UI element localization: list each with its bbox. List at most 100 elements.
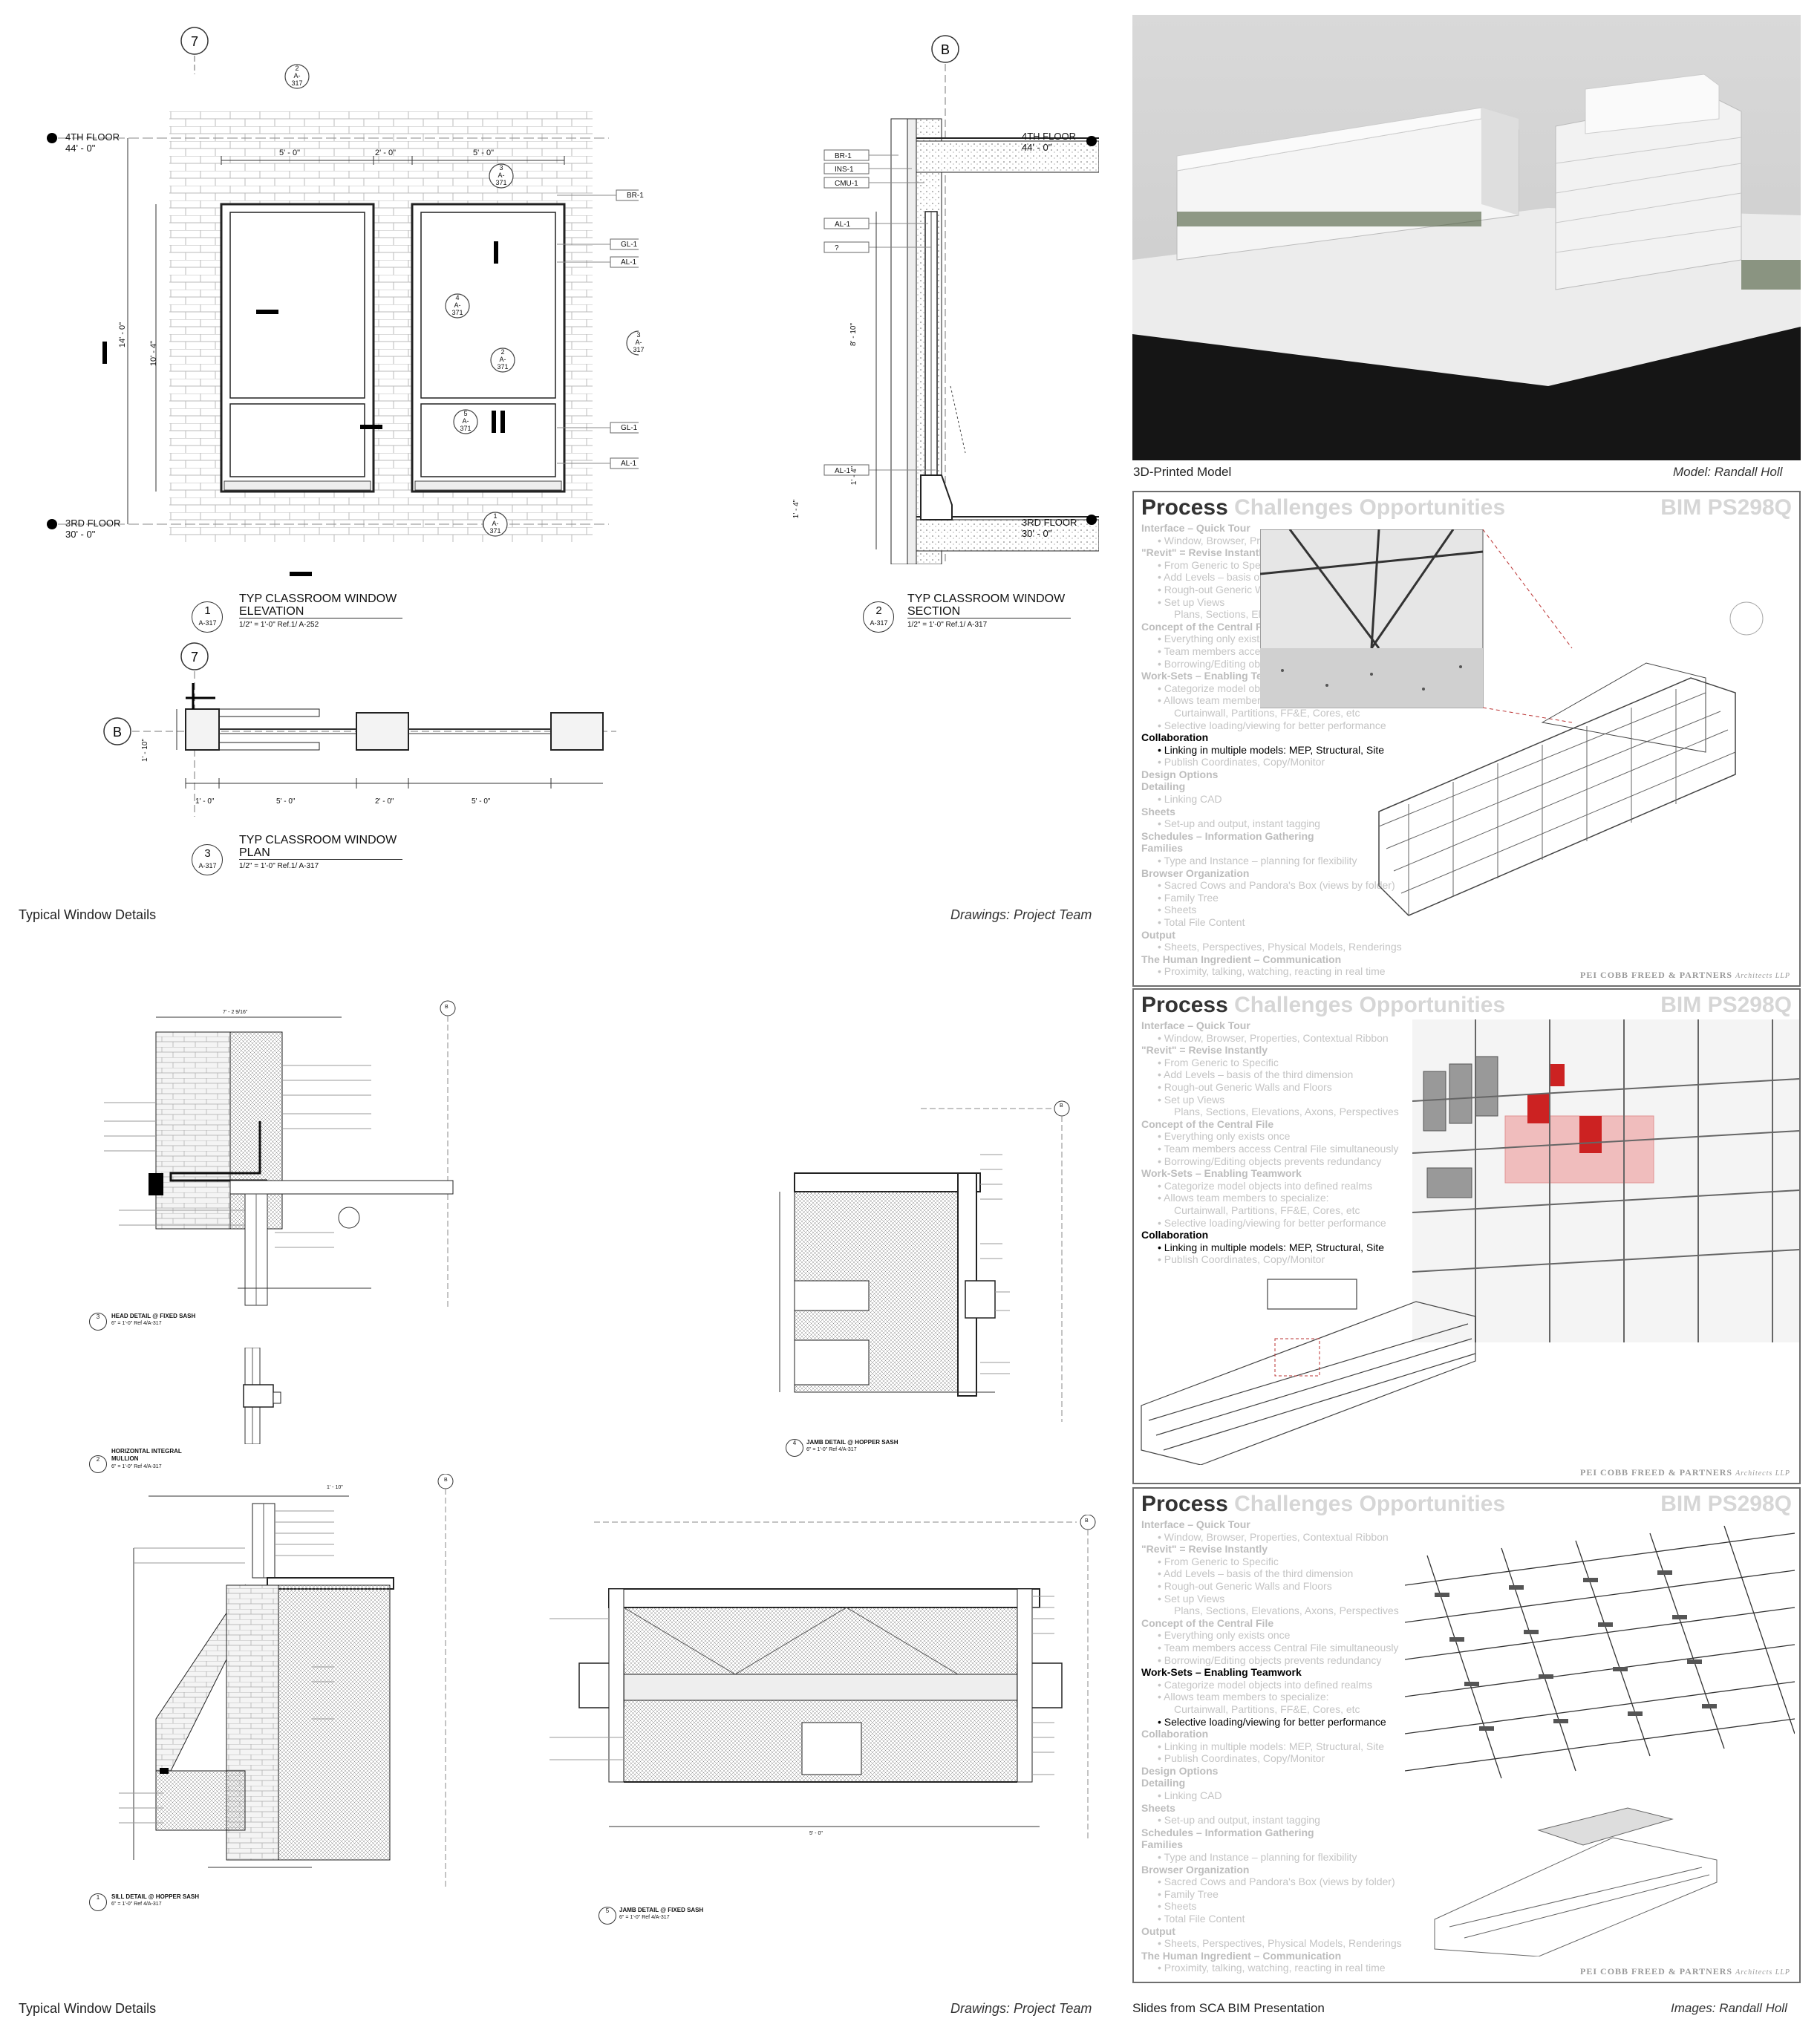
slide-3-line: Families [1141, 1838, 1184, 1851]
jamb-hopper-title: JAMB DETAIL @ HOPPER SASH [806, 1439, 898, 1446]
slide-2-bim: BIM PS298Q [1660, 993, 1792, 1017]
jamb-fixed-scale: 6" = 1'-0" Ref 4/A-317 [619, 1915, 670, 1920]
slide-3-line: • Set-up and output, instant tagging [1158, 1814, 1320, 1827]
jamb-hopper-scale: 6" = 1'-0" Ref 4/A-317 [806, 1447, 857, 1452]
slide-2-line: Collaboration [1141, 1229, 1209, 1241]
mullion-scale: 6" = 1'-0" Ref 4/A-317 [111, 1464, 162, 1469]
slide-3-line: • Everything only exists once [1158, 1629, 1291, 1642]
slide-3-line: • Selective loading/viewing for better p… [1158, 1715, 1386, 1728]
slide-1-line: Concept of the Central File [1141, 620, 1274, 633]
slide-3-line: Design Options [1141, 1764, 1219, 1777]
elev-height-dim: 14' - 0" [118, 321, 128, 348]
jamb-hopper-drawing [772, 1095, 1084, 1422]
slide-2-line: • Categorize model objects into defined … [1158, 1179, 1372, 1192]
slide-2-line: • Borrowing/Editing objects prevents red… [1158, 1155, 1382, 1167]
slide-2-line: • Allows team members to specialize: [1158, 1192, 1329, 1204]
slide-2-line: • Window, Browser, Properties, Contextua… [1158, 1031, 1389, 1044]
jamb-hopper-grid: B [1060, 1103, 1063, 1109]
slide-2-line: • Linking in multiple models: MEP, Struc… [1158, 1241, 1384, 1253]
slide-3-line: • Sheets [1158, 1900, 1197, 1913]
slide-2-line: Plans, Sections, Elevations, Axons, Pers… [1174, 1106, 1399, 1118]
slide-3-line: Plans, Sections, Elevations, Axons, Pers… [1174, 1605, 1399, 1617]
sect-tag-al1-b: AL-1 [835, 467, 851, 475]
slide-3-line: Schedules – Information Gathering [1141, 1826, 1314, 1838]
sect-dim-3: 1' - 4" [792, 499, 801, 519]
slide-2-line: Curtainwall, Partitions, FF&E, Cores, et… [1174, 1204, 1360, 1216]
slide-1-line: Sheets [1141, 805, 1175, 817]
slide-3-line: • Allows team members to specialize: [1158, 1691, 1329, 1703]
slide-3-line: • Rough-out Generic Walls and Floors [1158, 1579, 1332, 1592]
plan-dim-2: 5' - 0" [276, 797, 296, 806]
slide-3-line: • Type and Instance – planning for flexi… [1158, 1851, 1357, 1864]
jamb-fixed-badge: 5 [598, 1907, 616, 1925]
caption-top-right: Drawings: Project Team [950, 907, 1092, 922]
plan-dim-1: 1' - 0" [195, 797, 215, 806]
slide-3-line: • Borrowing/Editing objects prevents red… [1158, 1654, 1382, 1666]
sect-tag-br1: BR-1 [835, 152, 852, 160]
elev-title-ref: A-317 [198, 619, 217, 627]
slide-1-line: • Sheets [1158, 904, 1197, 916]
plan-dim-3: 2' - 0" [375, 797, 394, 806]
slide-1-line: • Total File Content [1158, 916, 1245, 928]
slide-1: Process Challenges Opportunities BIM PS2… [1132, 491, 1801, 987]
slide-3-line: Work-Sets – Enabling Teamwork [1141, 1666, 1302, 1679]
slide-1-line: "Revit" = Revise Instantly [1141, 546, 1268, 559]
slide-3-line: • Family Tree [1158, 1887, 1219, 1900]
slide-3-line: • Add Levels – basis of the third dimens… [1158, 1567, 1354, 1580]
slide-1-line: • Set-up and output, instant tagging [1158, 817, 1320, 830]
grid-b-label: B [941, 42, 950, 57]
slide-3-line: Concept of the Central File [1141, 1616, 1274, 1629]
slide-3-line: • Total File Content [1158, 1913, 1245, 1925]
slide-3-bim: BIM PS298Q [1660, 1492, 1792, 1516]
sill-detail-scale: 6" = 1'-0" Ref 4/A-317 [111, 1902, 162, 1907]
slide-1-line: The Human Ingredient – Communication [1141, 953, 1342, 965]
slide-3-list: Interface – Quick Tour• Window, Browser,… [1141, 1518, 1423, 1974]
slide-2-line: • From Generic to Specific [1158, 1056, 1279, 1068]
slide-1-line: • Publish Coordinates, Copy/Monitor [1158, 756, 1325, 768]
slide-1-title: Process Challenges Opportunities [1141, 495, 1506, 520]
slide-2-list: Interface – Quick Tour• Window, Browser,… [1141, 1019, 1423, 1266]
head-detail-drawing [89, 995, 475, 1307]
slide-3-line: • Sheets, Perspectives, Physical Models,… [1158, 1937, 1402, 1950]
sect-tag-cmu1: CMU-1 [835, 180, 858, 188]
elev-scale: 1/2" = 1'-0" Ref.1/ A-252 [239, 621, 319, 629]
plan-depth-dim: 1' - 10" [141, 738, 150, 763]
elev-title-badge [192, 601, 223, 633]
mullion-detail-drawing [223, 1348, 312, 1444]
elev-title-num: 1 [204, 604, 211, 617]
sect-title-badge [863, 601, 894, 633]
slide-3-line: Output [1141, 1925, 1175, 1937]
jamb-fixed-width: 5' - 0" [809, 1831, 823, 1836]
slide-1-line: Schedules – Information Gathering [1141, 829, 1314, 842]
slide-1-line: • Sacred Cows and Pandora's Box (views b… [1158, 879, 1395, 892]
slide-1-line: Collaboration [1141, 731, 1209, 744]
sect-scale: 1/2" = 1'-0" Ref.1/ A-317 [907, 621, 988, 629]
head-detail-title: HEAD DETAIL @ FIXED SASH [111, 1313, 196, 1319]
elev-tag-al1-b: AL-1 [621, 460, 637, 468]
slide-1-bim: BIM PS298Q [1660, 495, 1792, 520]
slide-3-line: • From Generic to Specific [1158, 1555, 1279, 1567]
slide-3-footer: PEI COBB FREED & PARTNERS Architects LLP [1580, 1966, 1790, 1977]
sect-title-ref: A-317 [870, 619, 888, 627]
slide-2-line: • Rough-out Generic Walls and Floors [1158, 1080, 1332, 1093]
slide-2-line: • Everything only exists once [1158, 1130, 1291, 1143]
jamb-fixed-drawing [535, 1515, 1099, 1841]
slide-3-line: Sheets [1141, 1801, 1175, 1814]
window-left [220, 203, 375, 493]
slide-2-line: Work-Sets – Enabling Teamwork [1141, 1167, 1302, 1180]
section-drawing: B [795, 30, 1099, 564]
slide-3-line: "Revit" = Revise Instantly [1141, 1543, 1268, 1556]
slide-2-line: Interface – Quick Tour [1141, 1019, 1250, 1031]
slide-2: Process Challenges Opportunities BIM PS2… [1132, 988, 1801, 1484]
slide-2-line: • Add Levels – basis of the third dimens… [1158, 1068, 1354, 1081]
sect-tag-ins1: INS-1 [835, 166, 854, 174]
slide-2-line: Concept of the Central File [1141, 1117, 1274, 1130]
